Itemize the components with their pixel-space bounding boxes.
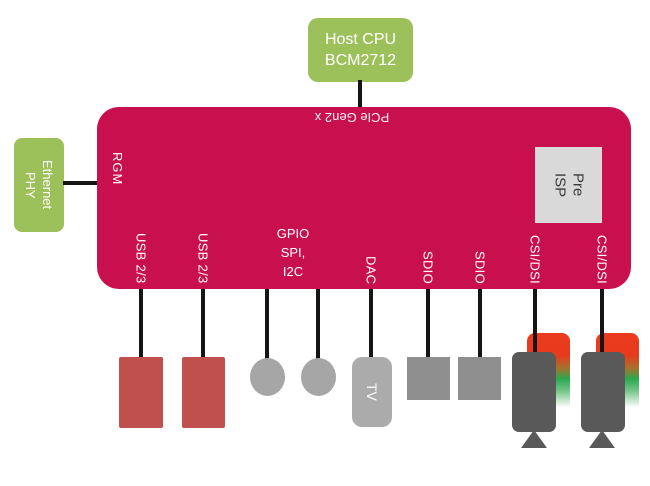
ethernet-link-line — [63, 181, 97, 185]
host-cpu-label: Host CPU BCM2712 — [324, 31, 397, 69]
camera-stand-triangle-2 — [589, 430, 615, 448]
host-cpu-link-line — [358, 80, 362, 108]
port-label-csi-dsi-2: CSI/DSI — [594, 234, 610, 284]
port-label-csi-dsi-1: CSI/DSI — [527, 234, 543, 284]
gpio-pin-circle-2 — [301, 358, 336, 396]
gpio-pin-circle-1 — [250, 358, 285, 396]
port-label-gpio: GPIO SPI, I2C — [276, 226, 310, 279]
tv-label: TV — [364, 383, 380, 401]
wire-gpio-2 — [316, 289, 320, 363]
wire-csi-dsi-2 — [600, 289, 604, 357]
usb-connector-1 — [119, 357, 163, 428]
camera-stand-triangle-1 — [521, 430, 547, 448]
wire-gpio-1 — [265, 289, 269, 363]
host-cpu-box: Host CPU BCM2712 — [308, 18, 413, 82]
port-label-dac: DAC — [363, 255, 379, 284]
sdio-card-1 — [407, 357, 450, 400]
sdio-card-2 — [458, 357, 501, 400]
port-label-sdio-2: SDIO — [472, 251, 488, 284]
wire-sdio-2 — [478, 289, 482, 360]
soc-block: PCIe Gen2 x RGM Pre ISP USB 2/3 USB 2/3 … — [97, 107, 631, 289]
port-label-usb-1: USB 2/3 — [133, 233, 149, 284]
ethernet-phy-label: Ethernet PHY — [23, 160, 55, 210]
wire-csi-dsi-1 — [533, 289, 537, 357]
port-label-sdio-1: SDIO — [420, 251, 436, 284]
rgmii-label: RGM — [110, 152, 125, 186]
wire-usb-2 — [201, 289, 205, 360]
camera-module-2 — [581, 352, 625, 432]
ethernet-phy-box: Ethernet PHY — [14, 138, 64, 232]
tv-output-box: TV — [352, 357, 392, 427]
port-label-usb-2: USB 2/3 — [195, 233, 211, 284]
pre-isp-label: Pre ISP — [551, 172, 587, 198]
pcie-gen2-label: PCIe Gen2 x — [314, 110, 390, 125]
wire-dac — [369, 289, 373, 360]
wire-sdio-1 — [426, 289, 430, 360]
usb-connector-2 — [182, 357, 225, 428]
wire-usb-1 — [139, 289, 143, 360]
camera-module-1 — [512, 352, 556, 432]
pre-isp-box: Pre ISP — [535, 147, 602, 223]
